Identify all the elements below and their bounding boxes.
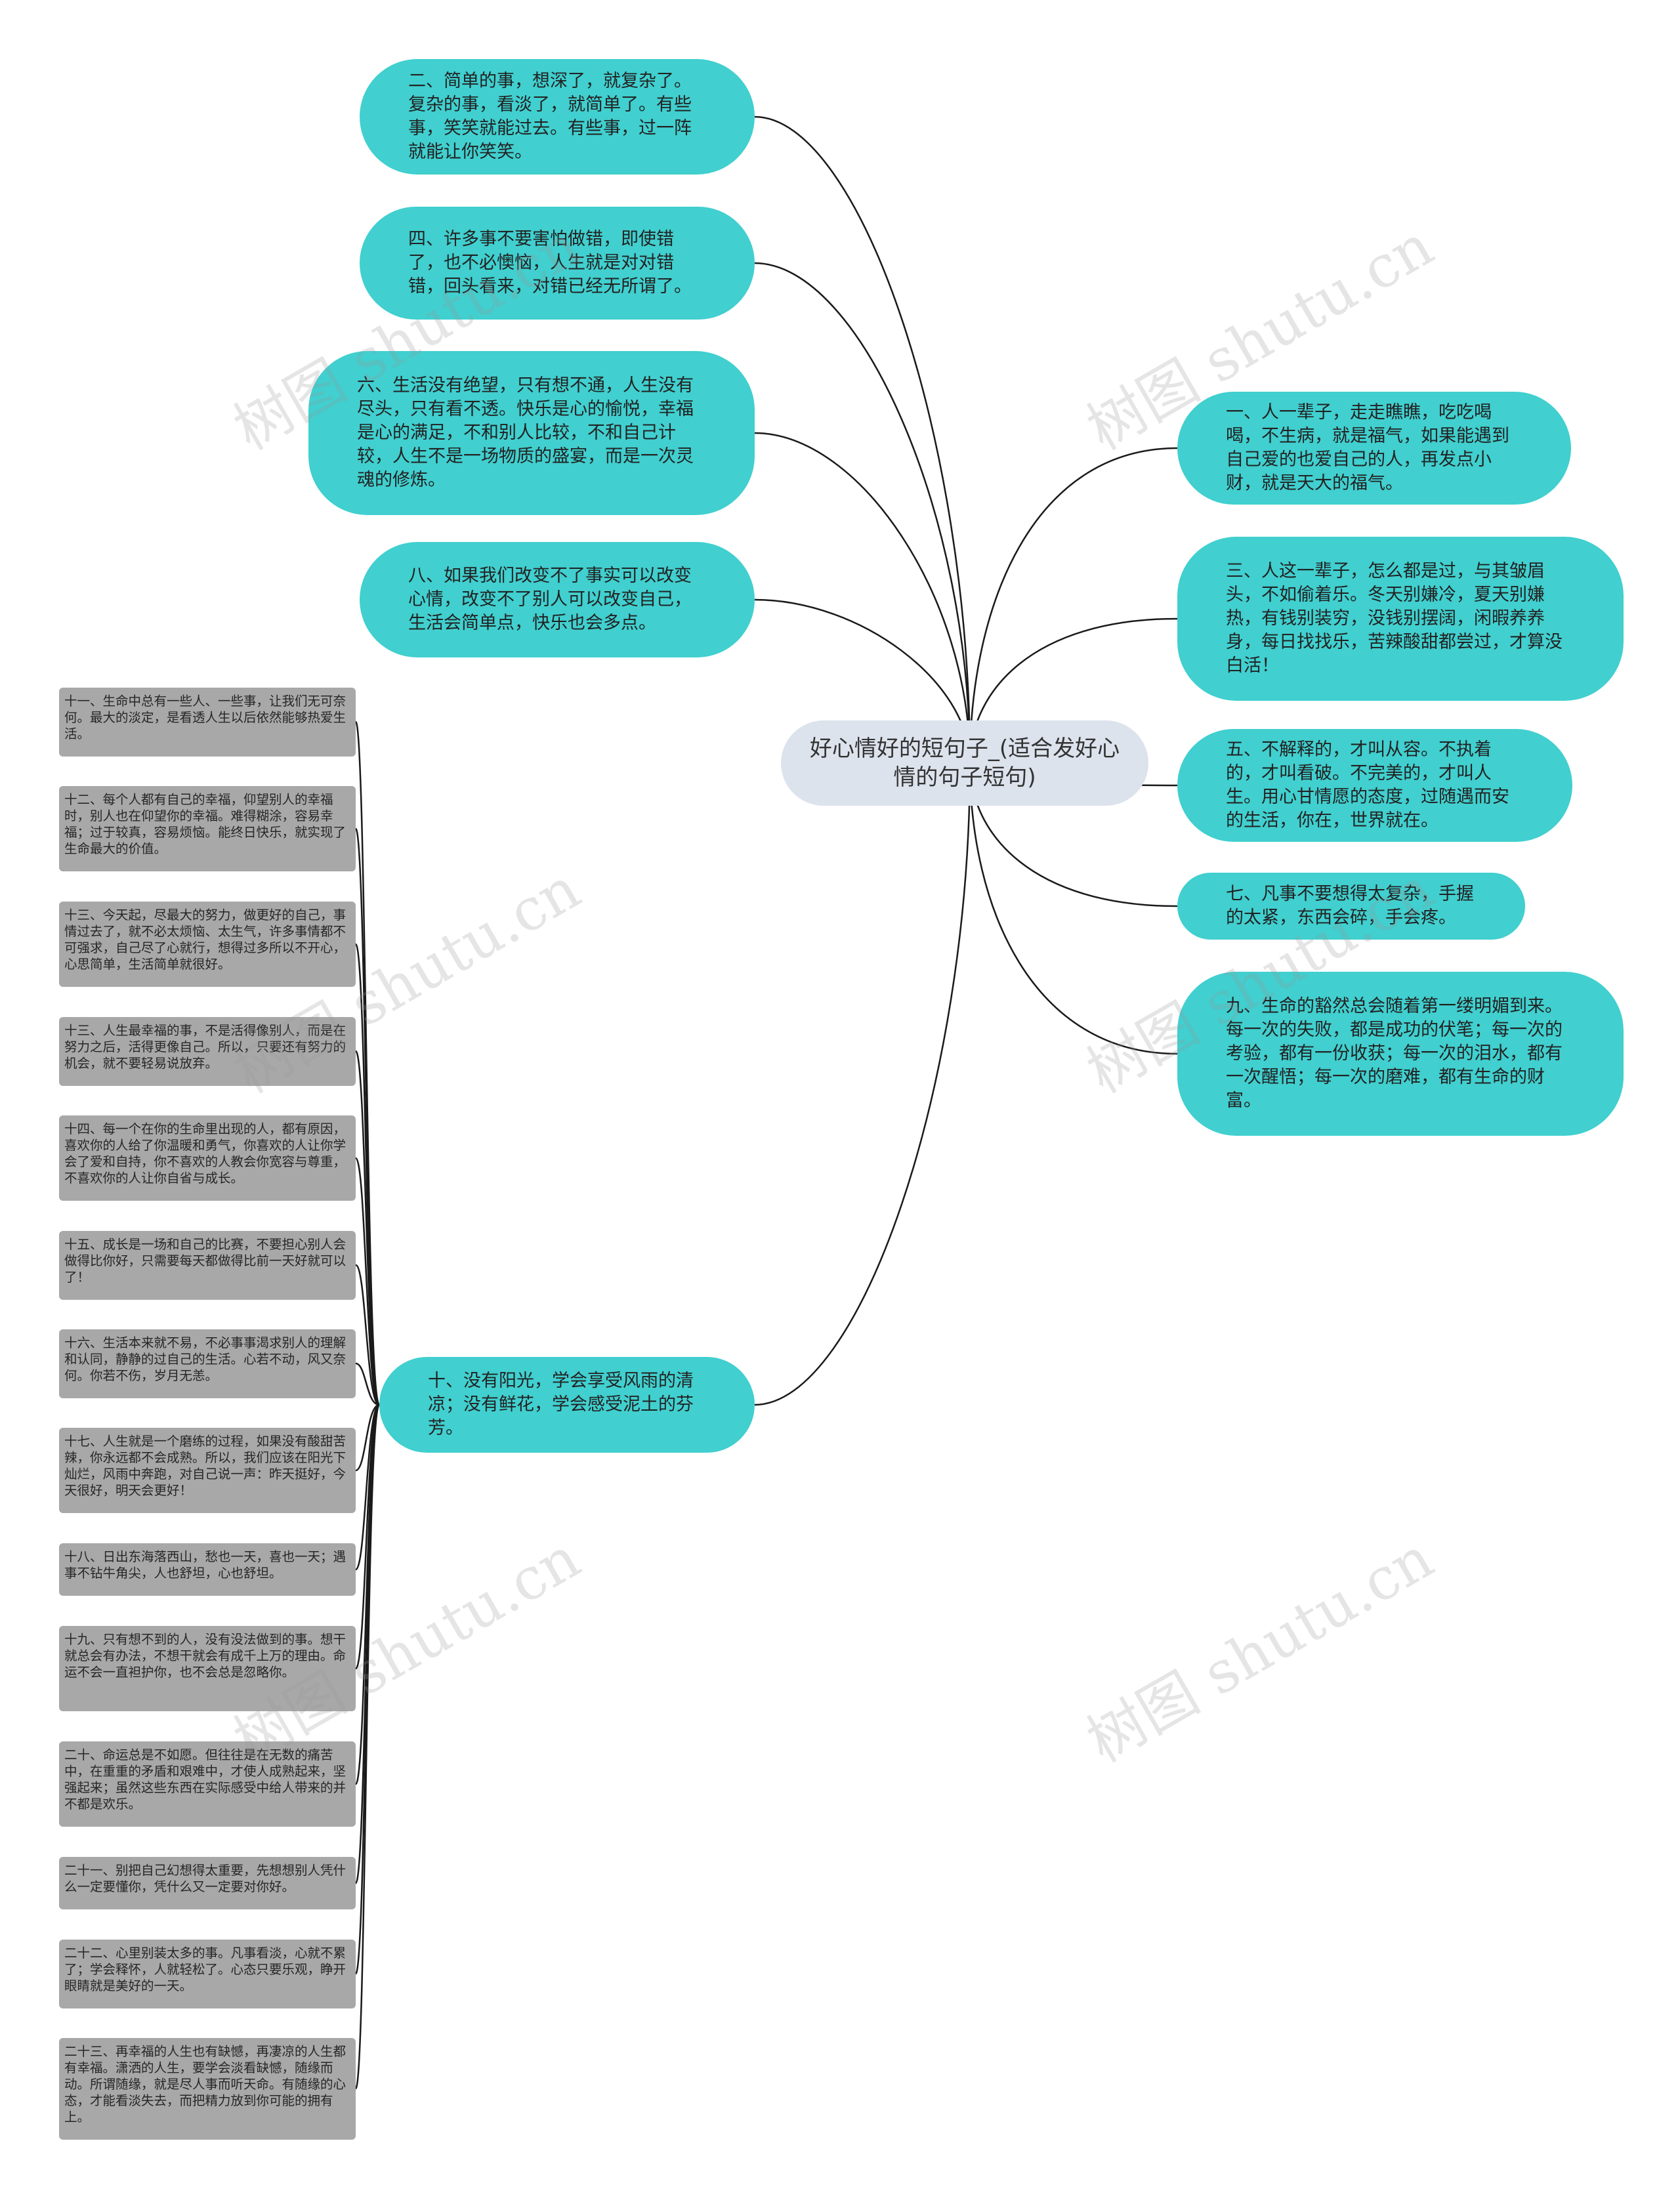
connector-left-0 [754, 115, 971, 764]
connector-leaf-3 [354, 1050, 381, 1406]
connector-left-2 [754, 432, 971, 764]
topic-node-4[interactable]: 四、许多事不要害怕做错，即使错了，也不必懊恼，人生就是对对错错，回头看来，对错已… [360, 207, 755, 320]
leaf-15[interactable]: 十五、成长是一场和自己的比赛，不要担心别人会做得比你好，只需要每天都做得比前一天… [59, 1231, 356, 1300]
topic-node-7[interactable]: 七、凡事不要想得太复杂，手握的太紧，东西会碎，手会疼。 [1177, 873, 1525, 940]
connector-leaf-6 [355, 1362, 380, 1406]
leaf-22[interactable]: 二十二、心里别装太多的事。凡事看淡，心就不累了；学会释怀，人就轻松了。心态只要乐… [59, 1940, 356, 2008]
leaf-14[interactable]: 十四、每一个在你的生命里出现的人，都有原因，喜欢你的人给了你温暖和勇气，你喜欢的… [59, 1115, 356, 1201]
connector-left-1 [754, 262, 971, 764]
leaf-23[interactable]: 二十三、再幸福的人生也有缺憾，再凄凉的人生都有幸福。潇洒的人生，要学会淡看缺憾，… [59, 2038, 356, 2140]
leaf-12[interactable]: 十二、每个人都有自己的幸福，仰望别人的幸福时，别人也在仰望你的幸福。难得糊涂，容… [59, 786, 356, 871]
connector-leaf-7 [355, 1403, 380, 1472]
connector-right-0 [969, 447, 1178, 764]
leaf-19[interactable]: 十九、只有想不到的人，没有没法做到的事。想干就总会有办法，不想干就会有成千上万的… [59, 1626, 356, 1711]
topic-node-1[interactable]: 一、人一辈子，走走瞧瞧，吃吃喝喝，不生病，就是福气，如果能遇到自己爱的也爱自己的… [1177, 392, 1571, 505]
topic-node-9[interactable]: 九、生命的豁然总会随着第一缕明媚到来。每一次的失败，都是成功的伏笔；每一次的考验… [1177, 972, 1624, 1136]
topic-node-3[interactable]: 三、人这一辈子，怎么都是过，与其皱眉头，不如偷着乐。冬天别嫌冷，夏天别嫌热，有钱… [1177, 537, 1624, 701]
connector-right-4 [969, 762, 1178, 1055]
connector-leaf-5 [354, 1264, 380, 1406]
leaf-13b[interactable]: 十三、人生最幸福的事，不是活得像别人，而是在努力之后，活得更像自己。所以，只要还… [59, 1017, 356, 1086]
topic-node-8[interactable]: 八、如果我们改变不了事实可以改变心情，改变不了别人可以改变自己，生活会简单点，快… [360, 542, 755, 657]
leaf-21[interactable]: 二十一、别把自己幻想得太重要，先想想别人凭什么一定要懂你，凭什么又一定要对你好。 [59, 1857, 356, 1909]
leaf-11[interactable]: 十一、生命中总有一些人、一些事，让我们无可奈何。最大的淡定，是看透人生以后依然能… [59, 688, 356, 757]
connector-left-4 [754, 762, 971, 1406]
leaf-20[interactable]: 二十、命运总是不如愿。但往往是在无数的痛苦中，在重重的矛盾和艰难中，才使人成熟起… [59, 1741, 356, 1827]
leaf-16[interactable]: 十六、生活本来就不易，不必事事渴求别人的理解和认同，静静的过自己的生活。心若不动… [59, 1329, 356, 1398]
topic-node-6[interactable]: 六、生活没有绝望，只有想不通，人生没有尽头，只有看不透。快乐是心的愉悦，幸福是心… [308, 351, 755, 515]
central-topic[interactable]: 好心情好的短句子_(适合发好心情的句子短句) [781, 720, 1148, 806]
leaf-18[interactable]: 十八、日出东海落西山，愁也一天，喜也一天；遇事不钻牛角尖，人也舒坦，心也舒坦。 [59, 1543, 356, 1596]
leaf-17[interactable]: 十七、人生就是一个磨练的过程，如果没有酸甜苦辣，你永远都不会成熟。所以，我们应该… [59, 1428, 356, 1513]
topic-node-10[interactable]: 十、没有阳光，学会享受风雨的清凉；没有鲜花，学会感受泥土的芬芳。 [379, 1357, 755, 1453]
connector-leaf-4 [354, 1157, 381, 1406]
connector-leaf-8 [354, 1403, 380, 1571]
connector-leaf-13 [354, 1403, 381, 2090]
leaf-13a[interactable]: 十三、今天起，尽最大的努力，做更好的自己，事情过去了，就不必太烦恼、太生气，许多… [59, 902, 356, 987]
topic-node-5[interactable]: 五、不解释的，才叫从容。不执着的，才叫看破。不完美的，才叫人生。用心甘情愿的态度… [1177, 729, 1572, 842]
topic-node-2[interactable]: 二、简单的事，想深了，就复杂了。复杂的事，看淡了，就简单了。有些事，笑笑就能过去… [360, 59, 755, 175]
